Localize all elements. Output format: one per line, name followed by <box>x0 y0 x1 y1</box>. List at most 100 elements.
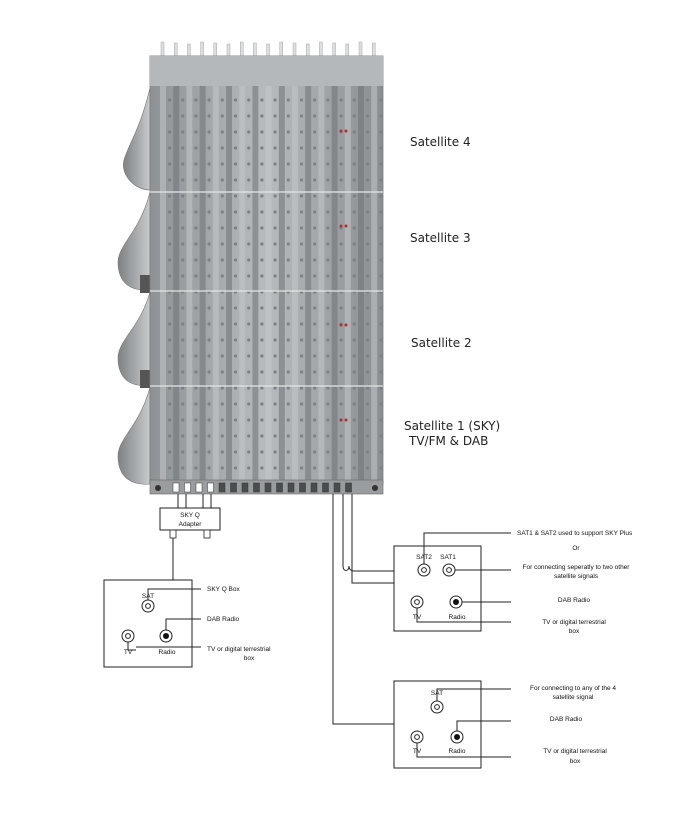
fin-rivet <box>299 98 304 102</box>
fin-rivet <box>181 178 185 182</box>
fin-rivet <box>207 258 211 262</box>
fin-rivet <box>167 434 172 438</box>
sky-q-adapter-box <box>159 507 221 531</box>
fin-rivet <box>167 162 172 166</box>
fin-rivet <box>181 162 185 166</box>
fin-rivet <box>326 466 330 470</box>
fin-rivet <box>247 162 251 166</box>
fin-rivet <box>313 450 317 454</box>
fin-rivet <box>339 370 343 374</box>
fin-rivet <box>326 226 330 230</box>
fin-rivet <box>379 386 383 390</box>
fin-rivet <box>299 338 304 342</box>
fin-rivet <box>207 114 211 118</box>
satellite-1-sub-label: TV/FM & DAB <box>408 434 488 448</box>
fin-rivet <box>313 178 317 182</box>
fin-rivet <box>233 98 238 102</box>
fin-rivet <box>233 466 238 470</box>
fin-rivet <box>326 386 330 390</box>
fin-rivet <box>286 402 290 406</box>
fin-rivet <box>339 178 343 182</box>
fin-rivet <box>379 354 383 358</box>
fin-rivet <box>181 258 185 262</box>
output-connector <box>241 482 249 493</box>
fin-rivet <box>326 402 330 406</box>
fin-rivet <box>379 258 383 262</box>
fin-rivet <box>181 242 185 246</box>
adapter-label-line1: SKY Q <box>180 512 200 519</box>
fin-rivet <box>260 466 264 470</box>
fin-rivet <box>167 98 172 102</box>
fin-rivet <box>207 306 211 310</box>
fin-rivet <box>339 114 343 118</box>
housing-top-cap <box>150 56 383 86</box>
fin-rivet <box>247 258 251 262</box>
fin-rivet <box>247 210 251 214</box>
fin <box>344 86 351 480</box>
fin-rivet <box>352 466 356 470</box>
fin-rivet <box>181 450 185 454</box>
fin-rivet <box>286 146 290 150</box>
fin-rivet <box>313 466 317 470</box>
fin-rivet <box>167 450 172 454</box>
fin-rivet <box>379 210 383 214</box>
fin-rivet <box>233 306 238 310</box>
fin-rivet <box>260 258 264 262</box>
satellite-4-label: Satellite 4 <box>410 135 471 149</box>
fin-rivet <box>260 402 264 406</box>
fin-rivet <box>233 386 238 390</box>
fin-rivet <box>313 354 317 358</box>
fin-rivet <box>273 354 277 358</box>
fin-rivet <box>167 322 172 326</box>
fin-rivet <box>247 226 251 230</box>
single-tv-note-line2: box <box>570 758 581 765</box>
fin-rivet <box>233 114 238 118</box>
fin-rivet <box>220 450 224 454</box>
output-connector <box>322 482 329 493</box>
fin-rivet <box>247 130 251 134</box>
fin-rivet <box>181 114 185 118</box>
fin-rivet <box>207 322 211 326</box>
fin-rivet <box>167 386 172 390</box>
fin-rivet <box>194 450 198 454</box>
fin-rivet <box>260 194 264 198</box>
fin-rivet <box>194 354 198 358</box>
fin-rivet <box>220 242 224 246</box>
fin-rivet <box>352 194 356 198</box>
fin-rivet <box>339 98 343 102</box>
fin-rivet <box>339 434 343 438</box>
fin-rivet <box>352 322 356 326</box>
fin-rivet <box>326 322 330 326</box>
sky-q-tv-note-line2: box <box>244 655 255 662</box>
fin-rivet <box>313 370 317 374</box>
fin-rivet <box>220 210 224 214</box>
fin-rivet <box>273 434 277 438</box>
fin-rivet <box>194 370 198 374</box>
fin-rivet <box>220 354 224 358</box>
fin-rivet <box>273 98 277 102</box>
fin-rivet <box>365 130 370 134</box>
output-connector <box>310 482 318 493</box>
fin-rivet <box>194 98 198 102</box>
fin-rivet <box>207 418 211 422</box>
fin-rivet <box>286 338 290 342</box>
fin-rivet <box>207 162 211 166</box>
fin-rivet <box>167 258 172 262</box>
fin-rivet <box>247 322 251 326</box>
output-connector <box>345 482 352 493</box>
fin-rivet <box>286 466 290 470</box>
fin-rivet <box>313 98 317 102</box>
fin-rivet <box>379 466 383 470</box>
fin-rivet <box>352 146 356 150</box>
fin-rivet <box>379 98 383 102</box>
fin-rivet <box>247 370 251 374</box>
fin-rivet <box>167 274 172 278</box>
sky-q-sat-note: SKY Q Box <box>207 586 241 593</box>
fin-rivet <box>339 466 343 470</box>
fin-rivet <box>260 450 264 454</box>
fin-rivet <box>220 178 224 182</box>
fin <box>331 86 338 480</box>
fin-rivet <box>260 418 264 422</box>
fin <box>160 86 166 480</box>
fin-rivet <box>194 162 198 166</box>
